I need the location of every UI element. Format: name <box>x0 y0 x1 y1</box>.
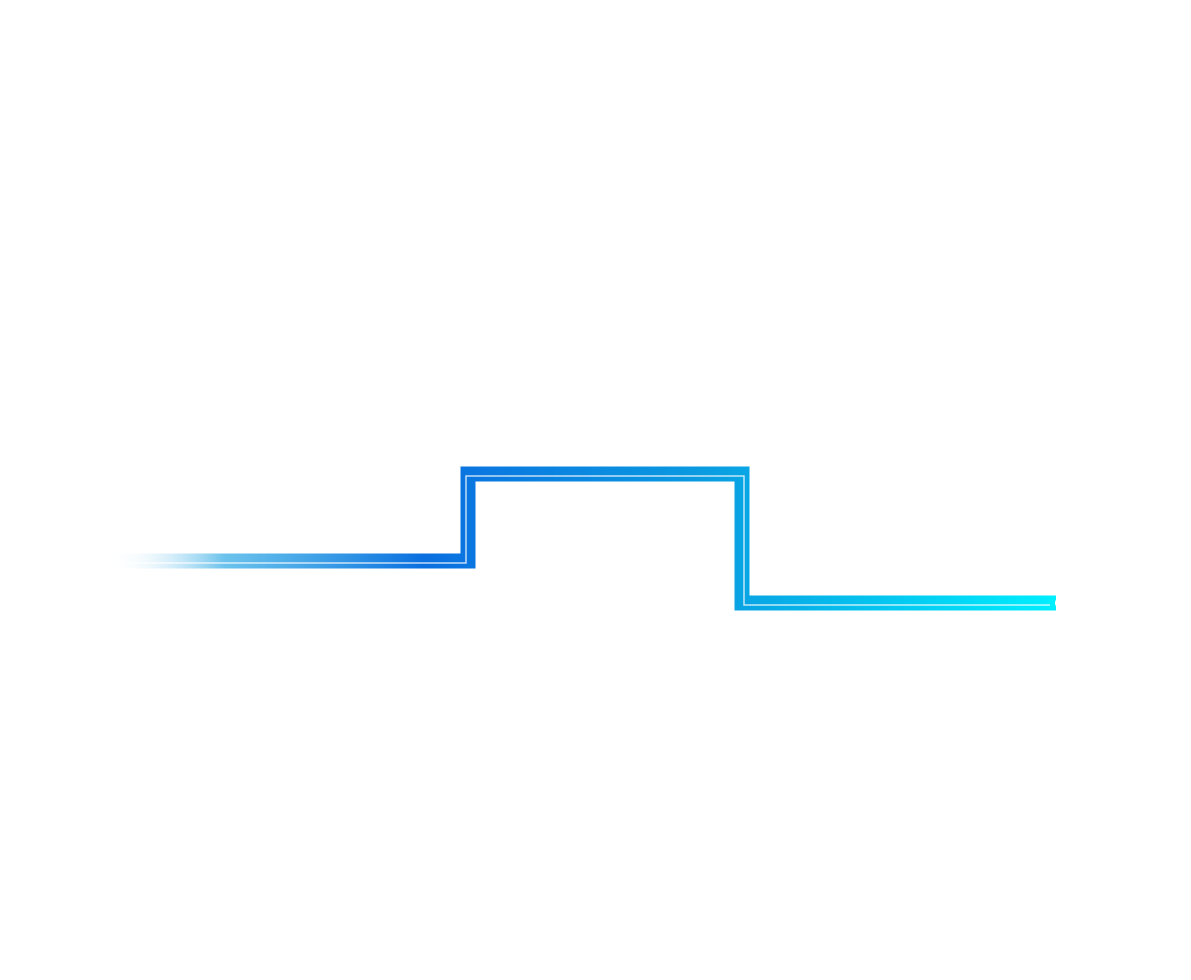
ribbon-inner-highlight <box>130 475 1050 606</box>
ribbon-end-notch <box>1055 597 1067 609</box>
ribbon-outer-stroke <box>110 466 1056 611</box>
